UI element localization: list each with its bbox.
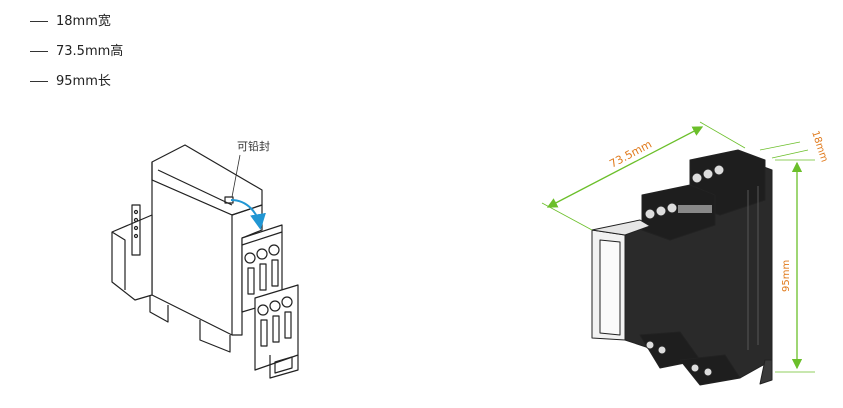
seal-arrow bbox=[230, 154, 266, 230]
dim-width-label: 18mm bbox=[809, 130, 829, 164]
seal-annotation: 可铅封 bbox=[237, 139, 270, 153]
spec-length-text: 95mm长 bbox=[56, 74, 111, 89]
spec-width-text: 18mm宽 bbox=[56, 14, 111, 29]
dash-mark bbox=[30, 21, 48, 22]
spec-width: 18mm宽 bbox=[30, 8, 123, 38]
dim-length-label: 73.5mm bbox=[607, 138, 654, 171]
dash-mark bbox=[30, 81, 48, 82]
spec-list: 18mm宽 73.5mm高 95mm长 bbox=[30, 8, 123, 98]
spec-length: 95mm长 bbox=[30, 68, 123, 98]
right-device-drawing bbox=[591, 149, 773, 386]
spec-height: 73.5mm高 bbox=[30, 38, 123, 68]
dash-mark bbox=[30, 51, 48, 52]
dim-height-label: 95mm bbox=[781, 260, 792, 292]
left-device-drawing bbox=[111, 144, 299, 379]
spec-height-text: 73.5mm高 bbox=[56, 44, 124, 59]
dimension-lines bbox=[541, 121, 815, 373]
